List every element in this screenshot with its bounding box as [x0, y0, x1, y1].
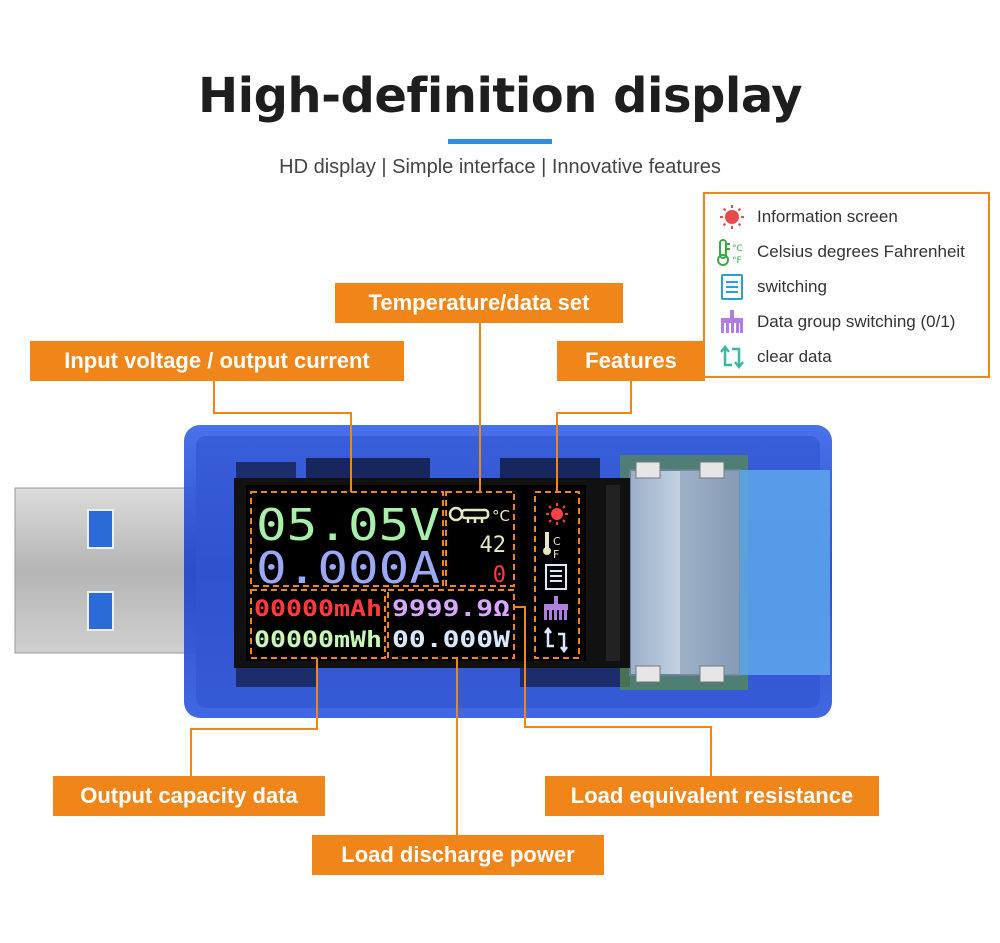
connector-line: [514, 606, 526, 608]
callout-power: Load discharge power: [312, 835, 604, 875]
legend-item-switching: switching: [717, 272, 827, 302]
lcd-screen: 05.05V 0.000A °C 42 0 00000mAh 00000mWh …: [234, 478, 630, 668]
connector-line: [630, 380, 632, 414]
connector-line: [316, 658, 318, 730]
screen-document-icon: [545, 564, 567, 590]
screen-refresh-icon: [544, 626, 568, 654]
data-group-value: 0: [493, 563, 506, 588]
connector-line: [479, 322, 481, 492]
svg-text:C: C: [553, 535, 561, 548]
sun-icon: [717, 202, 747, 232]
page-title: High-definition display: [197, 68, 803, 124]
temperature-unit: °C: [492, 507, 510, 525]
connector-line: [524, 726, 712, 728]
svg-text:°F: °F: [732, 256, 742, 266]
connector-line: [213, 380, 215, 414]
usb-female-port: [620, 455, 830, 690]
temperature-value: 42: [480, 533, 507, 558]
connector-line: [456, 658, 458, 836]
document-icon: [717, 272, 747, 302]
connector-line: [350, 412, 352, 492]
screen-brush-icon: [544, 596, 568, 620]
mwh-reading: 00000mWh: [254, 628, 382, 653]
power-reading: 00.000W: [392, 628, 511, 653]
mah-reading: 00000mAh: [254, 597, 382, 622]
connector-line: [710, 726, 712, 776]
frame-temperature: [445, 491, 515, 587]
connector-line: [556, 412, 558, 492]
legend-label: Celsius degrees Fahrenheit: [757, 242, 965, 261]
legend-label: clear data: [757, 347, 832, 366]
legend-item-clear-data: clear data: [717, 342, 832, 372]
voltage-reading: 05.05V: [256, 500, 440, 551]
legend-item-temperature-unit: °C °F Celsius degrees Fahrenheit: [717, 237, 965, 267]
frame-features: [534, 491, 580, 659]
thermometer-icon: °C °F: [717, 237, 747, 267]
screen-thermo-unit-icon: C F: [543, 532, 561, 561]
svg-text:°C: °C: [732, 244, 743, 254]
screen-sun-icon: [546, 503, 568, 525]
connector-line: [213, 412, 352, 414]
frame-capacity: [250, 589, 386, 659]
callout-features: Features: [557, 341, 705, 381]
resistance-reading: 9999.9Ω: [392, 597, 510, 622]
callout-temperature: Temperature/data set: [335, 283, 623, 323]
connector-line: [190, 728, 318, 730]
thermometer-icon: [448, 506, 490, 523]
legend-item-information: Information screen: [717, 202, 898, 232]
legend-item-data-group: Data group switching (0/1): [717, 307, 955, 337]
callout-resistance: Load equivalent resistance: [545, 776, 879, 816]
feature-legend: Information screen °C °F Celsius degrees…: [703, 192, 990, 378]
callout-capacity: Output capacity data: [53, 776, 325, 816]
page-subtitle: HD display | Simple interface | Innovati…: [279, 156, 721, 178]
legend-label: Information screen: [757, 207, 898, 226]
title-underline: [448, 139, 552, 144]
current-reading: 0.000A: [256, 543, 440, 594]
usb-a-plug: [14, 487, 196, 654]
svg-text:F: F: [553, 548, 559, 561]
frame-voltage-current: [250, 491, 444, 587]
connector-line: [556, 412, 632, 414]
connector-line: [524, 606, 526, 728]
frame-resistance-power: [387, 589, 515, 659]
brush-icon: [717, 307, 747, 337]
legend-label: Data group switching (0/1): [757, 312, 956, 331]
callout-voltage-current: Input voltage / output current: [30, 341, 404, 381]
legend-label: switching: [757, 277, 827, 296]
connector-line: [190, 728, 192, 778]
refresh-icon: [717, 342, 747, 372]
